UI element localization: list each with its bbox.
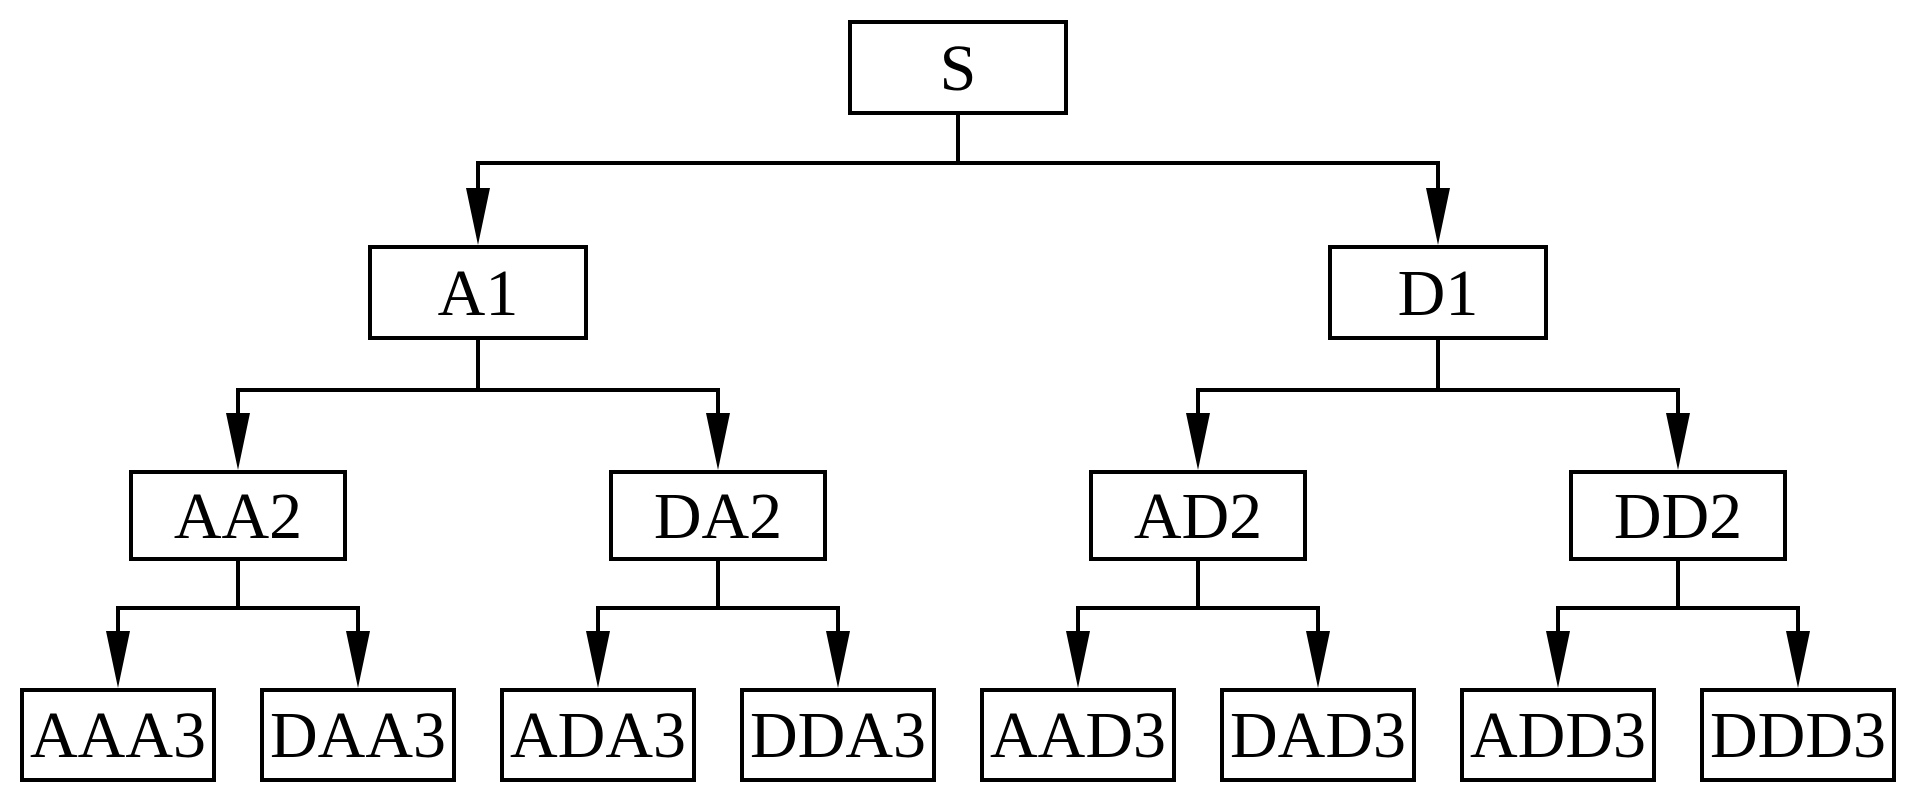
node-DDD3: DDD3: [1700, 688, 1896, 782]
node-A1-label: A1: [437, 256, 519, 330]
node-AA2-label: AA2: [173, 479, 303, 553]
edge-group-AA2: [106, 558, 370, 688]
edge-group-A1: [226, 338, 730, 470]
node-AAD3: AAD3: [980, 688, 1176, 782]
node-AD2: AD2: [1089, 470, 1307, 561]
arrowhead-DAD3: [1306, 631, 1330, 688]
arrowhead-DD2: [1666, 413, 1690, 470]
node-D1-label: D1: [1397, 256, 1479, 330]
edge-group-D1: [1186, 338, 1690, 470]
node-ADA3: ADA3: [500, 688, 696, 782]
arrowhead-DA2: [706, 413, 730, 470]
node-AAA3-label: AAA3: [30, 699, 206, 772]
arrowhead-AA2: [226, 413, 250, 470]
node-AD2-label: AD2: [1133, 479, 1263, 553]
node-DAD3: DAD3: [1220, 688, 1416, 782]
node-AA2: AA2: [129, 470, 347, 561]
arrowhead-ADD3: [1546, 631, 1570, 688]
arrowhead-AAD3: [1066, 631, 1090, 688]
node-ADA3-label: ADA3: [510, 699, 686, 772]
arrowhead-AD2: [1186, 413, 1210, 470]
arrowhead-DDA3: [826, 631, 850, 688]
arrowhead-A1: [466, 188, 490, 245]
node-DDA3: DDA3: [740, 688, 936, 782]
node-DD2: DD2: [1569, 470, 1787, 561]
edge-group-S: [466, 113, 1450, 245]
node-ADD3: ADD3: [1460, 688, 1656, 782]
node-S-label: S: [939, 31, 977, 105]
node-D1: D1: [1328, 245, 1548, 340]
node-DA2: DA2: [609, 470, 827, 561]
node-DDD3-label: DDD3: [1710, 699, 1886, 772]
edge-group-DA2: [586, 558, 850, 688]
node-A1: A1: [368, 245, 588, 340]
arrowhead-DDD3: [1786, 631, 1810, 688]
arrowhead-DAA3: [346, 631, 370, 688]
arrowhead-D1: [1426, 188, 1450, 245]
node-ADD3-label: ADD3: [1470, 699, 1646, 772]
node-DAA3: DAA3: [260, 688, 456, 782]
node-DAA3-label: DAA3: [270, 699, 446, 772]
node-S: S: [848, 20, 1068, 115]
edge-group-DD2: [1546, 558, 1810, 688]
node-AAD3-label: AAD3: [990, 699, 1166, 772]
node-DA2-label: DA2: [653, 479, 783, 553]
node-AAA3: AAA3: [20, 688, 216, 782]
arrowhead-AAA3: [106, 631, 130, 688]
node-DAD3-label: DAD3: [1230, 699, 1406, 772]
node-DDA3-label: DDA3: [750, 699, 926, 772]
edge-group-AD2: [1066, 558, 1330, 688]
arrowhead-ADA3: [586, 631, 610, 688]
node-DD2-label: DD2: [1613, 479, 1743, 553]
